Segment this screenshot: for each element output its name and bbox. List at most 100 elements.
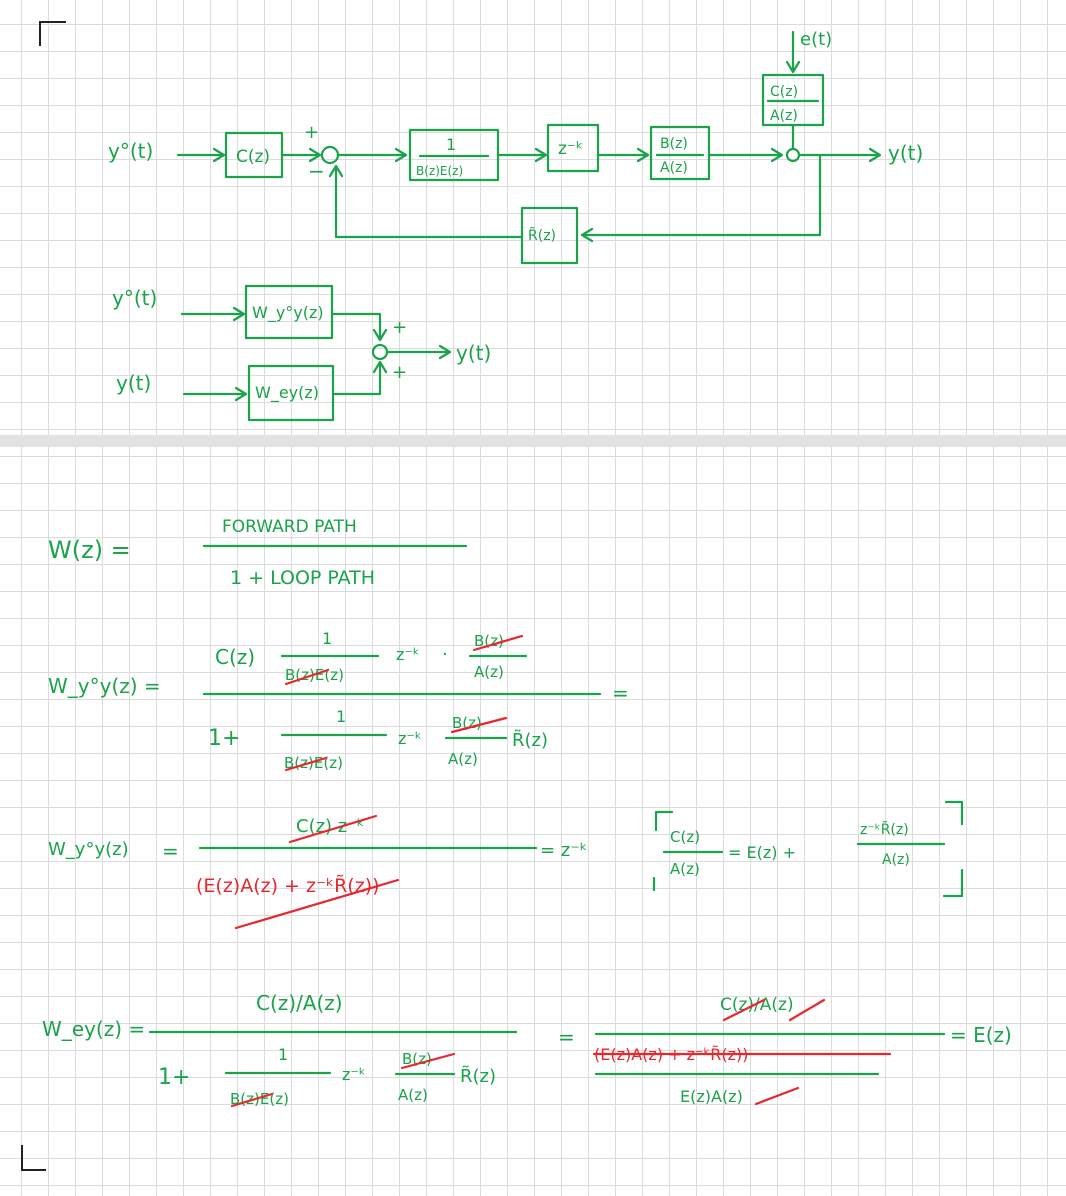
eq3-rhs: = z⁻ᵏ (540, 840, 587, 861)
corner-mark-bottom (21, 1145, 46, 1171)
d2-block2-label: W_ey(z) (255, 383, 319, 403)
arrow-c-sum (280, 147, 322, 163)
d2-arrow1-sum (330, 312, 388, 342)
eq3-side-a: A(z) (670, 860, 700, 878)
feedback-return (328, 164, 524, 239)
d2-arrow2-sum (331, 360, 388, 396)
d2-arrow2 (182, 386, 248, 402)
page-separator (0, 435, 1066, 447)
arrow-delay-ba (596, 147, 650, 163)
block-diagram-closed-loop: y°(t) C(z) + − 1 B(z)E(z) z⁻ᵏ B(z) A(z) … (108, 29, 923, 265)
eq4-den-r: R̃(z) (460, 1066, 496, 1087)
eq3-side-bracket-br (942, 868, 964, 898)
eq4-den-frac-den: B(z)E(z) (230, 1090, 289, 1108)
block-diagram-superposition: y°(t) W_y°y(z) + y(t) W_ey(z) + y(t) (112, 284, 491, 422)
eq1-den: 1 + LOOP PATH (230, 567, 375, 589)
d2-output: y(t) (456, 341, 491, 365)
d2-input1: y°(t) (112, 286, 157, 310)
noise-label: e(t) (800, 29, 832, 50)
equation-transfer-function: W(z) = FORWARD PATH 1 + LOOP PATH (48, 517, 468, 589)
eq3-num: C(z) z⁻ᵏ (296, 816, 364, 837)
eq3-cancel-den (234, 878, 400, 930)
eq4-den-one: 1 (278, 1045, 288, 1064)
eq3-side-bracket-tr (944, 800, 964, 826)
block-ba-num: B(z) (660, 136, 688, 152)
block-c-label: C(z) (236, 147, 270, 167)
eq2-den-r: R̃(z) (512, 730, 548, 751)
d2-plus2: + (392, 362, 407, 383)
eq2-cancel-b4 (450, 716, 508, 734)
eq4-num2: C(z)/A(z) (720, 995, 794, 1015)
eq3-eq: = (162, 839, 179, 863)
block-ca-num: C(z) (770, 84, 798, 100)
arrow-out (797, 147, 882, 163)
eq2-cancel-b1 (284, 668, 330, 686)
d2-input2: y(t) (116, 371, 151, 395)
eq4-num: C(z)/A(z) (256, 991, 343, 1015)
eq1-lhs: W(z) = (48, 536, 131, 564)
eq2-num-one: 1 (322, 629, 332, 648)
eq4-eq: = (558, 1025, 575, 1049)
feedback-line (580, 153, 822, 243)
arrow-noise (785, 30, 801, 74)
eq1-num: FORWARD PATH (222, 517, 357, 537)
arrow-sum-block (336, 147, 408, 163)
eq2-den-one: 1 (336, 707, 346, 726)
eq4-cancel-num2 (722, 998, 826, 1022)
eq3-side-bracket-tl (654, 810, 674, 832)
block-r-label: R̃(z) (528, 227, 556, 244)
eq3-lhs: W_y°y(z) (48, 839, 129, 860)
block-ba-den: A(z) (660, 160, 688, 176)
arrow-ba-node (707, 147, 784, 163)
eq2-cancel-b2 (472, 634, 524, 652)
output-label: y(t) (888, 141, 923, 165)
eq4-den-zk: z⁻ᵏ (342, 1065, 366, 1084)
output-node (785, 147, 801, 163)
equation-wyoy-expanded: W_y°y(z) = C(z) 1 B(z)E(z) z⁻ᵏ · B(z) A(… (48, 629, 629, 772)
equation-wey: W_ey(z) = C(z)/A(z) 1+ 1 B(z)E(z) z⁻ᵏ B(… (42, 991, 1012, 1108)
eq2-den-a: A(z) (448, 750, 478, 768)
d2-block1-label: W_y°y(z) (252, 303, 324, 323)
eq4-lhs: W_ey(z) = (42, 1017, 145, 1041)
eq2-num-dot: · (442, 644, 448, 665)
eq2-num-zk: z⁻ᵏ (396, 645, 420, 664)
eq4-den-1plus: 1+ (158, 1065, 190, 1090)
eq2-eq: = (612, 681, 629, 705)
arrow-inv-delay (496, 147, 548, 163)
eq3-side-den: A(z) (882, 852, 910, 868)
block-ca-den: A(z) (770, 108, 798, 124)
eq3-side-eq: = E(z) + (728, 843, 796, 862)
eq3-cancel-c (288, 814, 378, 844)
eq4-den-b: B(z) (402, 1050, 432, 1068)
block-delay-label: z⁻ᵏ (558, 139, 583, 159)
eq2-cancel-b3 (284, 756, 328, 772)
block-r (520, 206, 579, 265)
eq3-side-num: z⁻ᵏR̃(z) (860, 821, 909, 838)
eq4-cancel-b2 (400, 1052, 456, 1070)
d2-sum-node (371, 343, 389, 361)
block-inverse-den: B(z)E(z) (416, 164, 463, 178)
sum-minus: − (308, 159, 325, 183)
d2-block1 (244, 284, 334, 340)
block-delay (546, 123, 600, 173)
eq2-num-cz: C(z) (215, 645, 255, 669)
eq2-den-zk: z⁻ᵏ (398, 729, 422, 748)
corner-mark-top (39, 21, 66, 46)
eq2-lhs: W_y°y(z) = (48, 674, 161, 698)
eq2-num-b: B(z) (474, 632, 504, 650)
eq4-result: = E(z) (950, 1023, 1012, 1047)
block-inverse-num: 1 (446, 135, 456, 154)
arrow-in (176, 147, 226, 163)
d2-arrow1 (180, 306, 246, 322)
eq3-den: (E(z)A(z) + z⁻ᵏR̃(z)) (196, 875, 380, 897)
eq4-den-a: A(z) (398, 1086, 428, 1104)
equation-wyoy-simplified: W_y°y(z) = C(z) z⁻ᵏ (E(z)A(z) + z⁻ᵏR̃(z)… (48, 800, 964, 930)
d2-arrow-out (385, 344, 452, 360)
eq2-den-frac-den: B(z)E(z) (284, 754, 343, 772)
eq2-num-a: A(z) (474, 663, 504, 681)
eq4-den2: E(z)A(z) (680, 1087, 743, 1106)
input-label: y°(t) (108, 139, 153, 163)
d2-plus1: + (392, 317, 407, 338)
eq4-cancel-den2 (754, 1086, 800, 1106)
